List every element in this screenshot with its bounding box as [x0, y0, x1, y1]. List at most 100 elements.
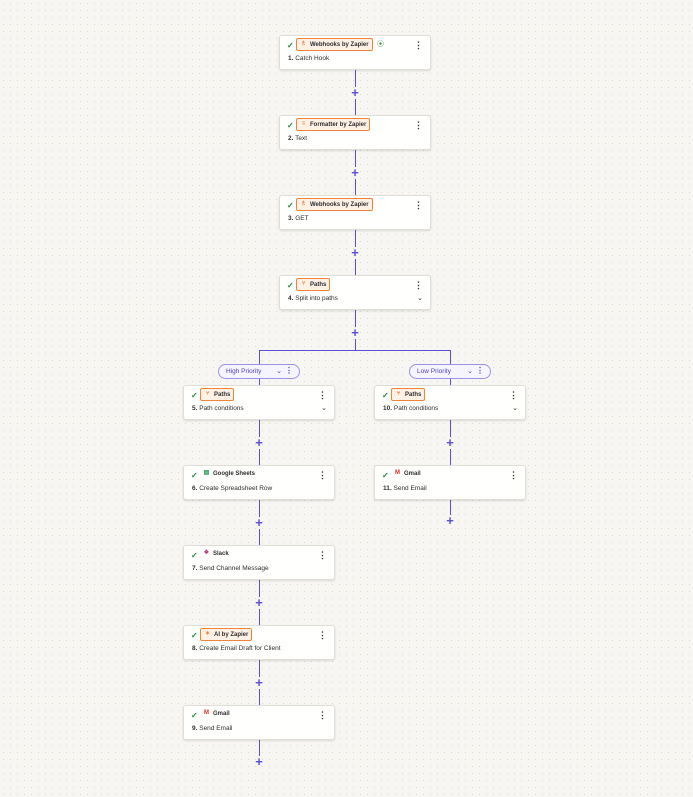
more-options-icon[interactable]: ⋮	[318, 710, 327, 720]
app-name: Paths	[405, 391, 422, 398]
connector-line	[449, 420, 451, 437]
more-options-icon[interactable]: ⋮	[318, 390, 327, 400]
check-icon: ✓	[191, 551, 198, 560]
add-step-button[interactable]: +	[255, 434, 263, 450]
connector-line	[259, 349, 451, 351]
check-icon: ✓	[287, 41, 294, 50]
app-badge: ♗Webhooks by Zapier	[296, 38, 373, 51]
app-badge: ♗Webhooks by Zapier	[296, 198, 373, 211]
more-options-icon[interactable]: ⋮	[509, 470, 518, 480]
more-options-icon[interactable]: ⋮	[318, 470, 327, 480]
add-step-button[interactable]: +	[255, 674, 263, 690]
more-options-icon[interactable]: ⋮	[318, 630, 327, 640]
path-pill-high-priority[interactable]: High Priority ⌄⋮	[218, 364, 300, 379]
connector-line	[449, 379, 451, 385]
connector-line	[354, 98, 356, 115]
step-title: 10. Path conditions	[383, 405, 438, 412]
app-badge: ✶AI by Zapier	[200, 628, 253, 641]
more-options-icon[interactable]: ⋮	[414, 200, 423, 210]
step-name: Send Email	[197, 725, 233, 732]
add-step-button[interactable]: +	[446, 434, 454, 450]
more-options-icon[interactable]: ⋮	[476, 366, 484, 375]
more-options-icon[interactable]: ⋮	[414, 280, 423, 290]
slack-icon: ❖	[203, 550, 210, 556]
step-name: Send Email	[391, 485, 427, 492]
more-options-icon[interactable]: ⋮	[414, 120, 423, 130]
step-name: Create Spreadsheet Row	[197, 485, 273, 492]
paths-icon: ⑂	[396, 391, 401, 397]
add-step-button[interactable]: +	[351, 164, 359, 180]
step-name: Create Email Draft for Client	[197, 645, 281, 652]
app-badge: M Gmail	[200, 708, 233, 719]
more-options-icon[interactable]: ⋮	[318, 550, 327, 560]
step-card[interactable]: ✓ ❖Slack 7. Send Channel Message ⋮	[183, 545, 335, 580]
app-name: AI by Zapier	[214, 631, 249, 638]
add-step-button[interactable]: +	[255, 514, 263, 530]
add-step-button[interactable]: +	[255, 754, 263, 769]
step-title: 9. Send Email	[192, 725, 232, 732]
paths-icon: ⑂	[301, 281, 306, 287]
connector-line	[258, 448, 260, 465]
step-title: 8. Create Email Draft for Client	[192, 645, 281, 652]
add-step-button[interactable]: +	[351, 244, 359, 260]
step-title: 2. Text	[288, 135, 307, 142]
step-number: 2.	[288, 135, 294, 142]
step-number: 5.	[192, 405, 198, 412]
chevron-down-icon[interactable]: ⌄	[512, 405, 518, 412]
path-pill-low-priority[interactable]: Low Priority⌄⋮	[409, 364, 491, 379]
step-number: 6.	[192, 485, 198, 492]
step-title: 5. Path conditions	[192, 405, 244, 412]
add-step-button[interactable]: +	[351, 84, 359, 100]
more-options-icon[interactable]: ⋮	[285, 366, 293, 375]
app-name: Google Sheets	[213, 470, 256, 477]
chevron-down-icon[interactable]: ⌄	[467, 368, 473, 375]
app-name: Webhooks by Zapier	[310, 41, 369, 48]
step-number: 4.	[288, 295, 294, 302]
app-name: Gmail	[404, 470, 421, 477]
step-title: 4. Split into paths	[288, 295, 338, 302]
step-title: 7. Send Channel Message	[192, 565, 269, 572]
more-options-icon[interactable]: ⋮	[414, 40, 423, 50]
connector-line	[449, 350, 451, 364]
connector-line	[258, 608, 260, 625]
ai-icon: ✶	[204, 631, 211, 637]
app-badge: ≡Formatter by Zapier	[296, 118, 371, 131]
app-name: Gmail	[213, 710, 230, 717]
connector-line	[258, 528, 260, 545]
step-name: Catch Hook	[293, 55, 330, 62]
app-name: Formatter by Zapier	[310, 121, 367, 128]
step-number: 10.	[383, 405, 393, 412]
connector-line	[258, 580, 260, 597]
add-step-button[interactable]: +	[351, 325, 359, 340]
step-number: 3.	[288, 215, 294, 222]
app-badge: ▤Google Sheets	[200, 468, 258, 479]
chevron-down-icon[interactable]: ⌄	[417, 295, 423, 302]
step-card[interactable]: ✓♗Webhooks by Zapier⦿1. Catch Hook⋮	[279, 35, 431, 70]
app-name: Slack	[213, 550, 229, 557]
step-name: Split into paths	[293, 295, 338, 302]
connector-line	[258, 740, 260, 756]
chevron-down-icon[interactable]: ⌄	[276, 368, 282, 375]
gmail-icon: M	[204, 710, 209, 716]
connector-line	[258, 660, 260, 677]
step-name: Text	[293, 135, 308, 142]
path-label: High Priority	[226, 368, 262, 375]
add-step-button[interactable]: +	[255, 594, 263, 610]
more-options-icon[interactable]: ⋮	[509, 390, 518, 400]
chevron-down-icon[interactable]: ⌄	[321, 405, 327, 412]
connector-line	[354, 150, 356, 167]
step-number: 7.	[192, 565, 198, 572]
add-step-button[interactable]: +	[446, 513, 454, 528]
check-icon: ✓	[191, 391, 198, 400]
